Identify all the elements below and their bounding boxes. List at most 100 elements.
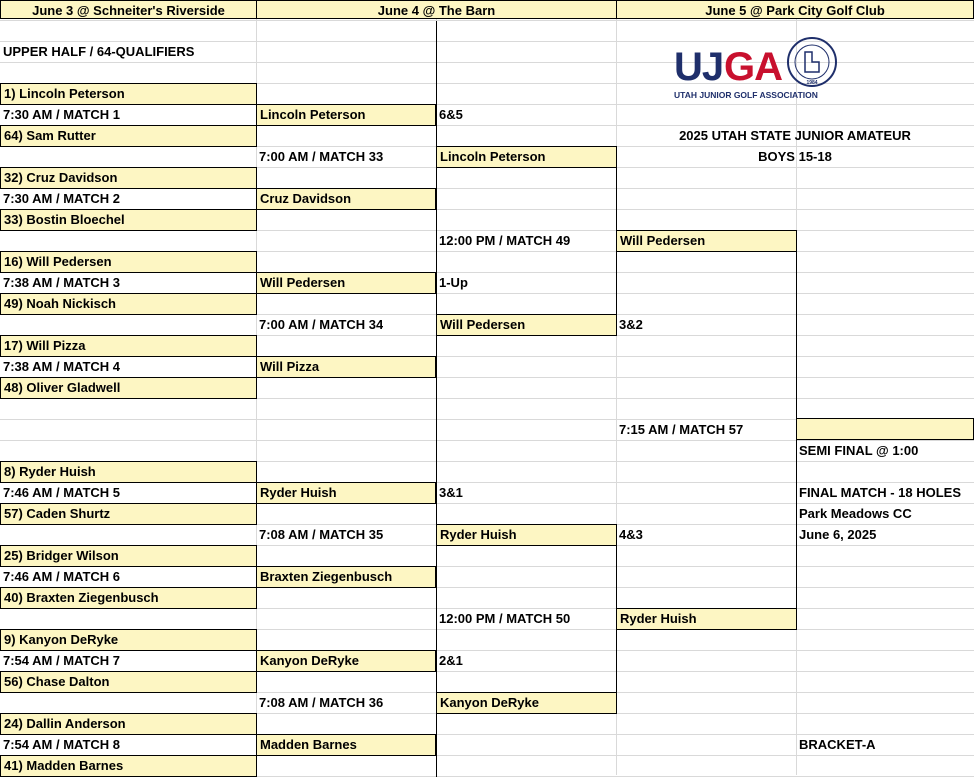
match-time: 7:08 AM / MATCH 35: [259, 527, 384, 542]
bracket-connector: [256, 630, 257, 693]
bracket-label: BRACKET-A: [799, 737, 876, 752]
grid-row: [0, 608, 974, 609]
bracket-connector: [436, 399, 437, 609]
player-slot: 16) Will Pedersen: [0, 251, 257, 273]
bracket-connector: [436, 21, 437, 231]
bracket-connector: [256, 546, 257, 609]
match-time: 7:08 AM / MATCH 36: [259, 695, 384, 710]
grid-row: [0, 62, 974, 63]
winner-slot: Ryder Huish: [436, 524, 617, 546]
winner-slot: Braxten Ziegenbusch: [256, 566, 436, 588]
player-slot: 64) Sam Rutter: [0, 125, 257, 147]
player-slot: 33) Bostin Bloechel: [0, 209, 257, 231]
player-slot: 41) Madden Barnes: [0, 755, 257, 777]
match-time: 7:15 AM / MATCH 57: [619, 422, 744, 437]
player-slot: 40) Braxten Ziegenbusch: [0, 587, 257, 609]
winner-slot: Ryder Huish: [616, 608, 797, 630]
grid-row: [0, 482, 974, 483]
match-time: 12:00 PM / MATCH 49: [439, 233, 571, 248]
match-time: 12:00 PM / MATCH 50: [439, 611, 571, 626]
grid-row: [0, 251, 974, 252]
bracket-connector: [256, 336, 257, 399]
grid-row: [0, 83, 974, 84]
match-score: 6&5: [439, 107, 463, 122]
match-score: [616, 693, 619, 713]
bracket-connector: [256, 252, 257, 315]
grid-row: [0, 755, 974, 756]
player-slot: 9) Kanyon DeRyke: [0, 629, 257, 651]
match-score: 1-Up: [439, 275, 468, 290]
player-slot: 24) Dallin Anderson: [0, 713, 257, 735]
match-time: 7:38 AM / MATCH 4: [3, 359, 121, 374]
winner-slot: Will Pizza: [256, 356, 436, 378]
grid-row: [0, 650, 974, 651]
winner-slot: Ryder Huish: [256, 482, 436, 504]
section-label: UPPER HALF / 64-QUALIFIERS: [3, 44, 195, 59]
header-june3: June 3 @ Schneiter's Riverside: [0, 0, 257, 19]
bracket-connector: [256, 462, 257, 525]
player-slot: 17) Will Pizza: [0, 335, 257, 357]
winner-slot: Will Pedersen: [616, 230, 797, 252]
header-june4: June 4 @ The Barn: [256, 0, 617, 19]
player-slot: 1) Lincoln Peterson: [0, 83, 257, 105]
bracket-connector: [256, 84, 257, 147]
match-time: 7:54 AM / MATCH 7: [3, 653, 121, 668]
grid-row: [0, 41, 974, 42]
bracket-connector: [616, 147, 617, 315]
match-time: 7:46 AM / MATCH 6: [3, 569, 121, 584]
bracket-connector: [436, 567, 437, 777]
semi-final-note: SEMI FINAL @ 1:00: [799, 443, 919, 458]
player-slot: 57) Caden Shurtz: [0, 503, 257, 525]
match-time: 7:00 AM / MATCH 33: [259, 149, 384, 164]
match-time: 7:38 AM / MATCH 3: [3, 275, 121, 290]
grid-row: [0, 734, 974, 735]
winner-slot: Cruz Davidson: [256, 188, 436, 210]
event-title: 2025 UTAH STATE JUNIOR AMATEUR: [679, 128, 911, 143]
final-match-note: FINAL MATCH - 18 HOLES: [799, 485, 962, 500]
grid-row: [0, 671, 974, 672]
match-time: 7:00 AM / MATCH 34: [259, 317, 384, 332]
grid-row: [0, 209, 974, 210]
bracket-connector: [436, 189, 437, 399]
grid-row: [0, 461, 974, 462]
grid-row: [0, 293, 974, 294]
winner-slot: Lincoln Peterson: [436, 146, 617, 168]
player-slot: 48) Oliver Gladwell: [0, 377, 257, 399]
grid-row: [0, 20, 974, 21]
grid-row: [0, 419, 974, 420]
player-slot: 32) Cruz Davidson: [0, 167, 257, 189]
grid-col: [616, 0, 617, 775]
grid-row: [0, 188, 974, 189]
bracket-connector: [256, 168, 257, 231]
grid-row: [0, 398, 974, 399]
svg-text:GA: GA: [724, 45, 782, 89]
bracket-connector: [256, 714, 257, 777]
grid-row: [0, 104, 974, 105]
match-score: 4&3: [619, 527, 643, 542]
match-time: 7:46 AM / MATCH 5: [3, 485, 121, 500]
grid-row: [0, 356, 974, 357]
winner-slot: Will Pedersen: [256, 272, 436, 294]
header-june5: June 5 @ Park City Golf Club: [616, 0, 974, 19]
player-slot: 25) Bridger Wilson: [0, 545, 257, 567]
venue-note: Park Meadows CC: [799, 506, 912, 521]
event-division: BOYS 15-18: [758, 149, 832, 164]
grid-row: [0, 503, 974, 504]
grid-row: [0, 272, 974, 273]
match-time: 7:30 AM / MATCH 2: [3, 191, 121, 206]
player-slot: 49) Noah Nickisch: [0, 293, 257, 315]
svg-text:UJ: UJ: [674, 45, 723, 89]
grid-row: [0, 440, 974, 441]
svg-text:1984: 1984: [806, 80, 817, 86]
winner-slot: Lincoln Peterson: [256, 104, 436, 126]
grid-row: [0, 566, 974, 567]
semifinal-winner-slot: [796, 418, 974, 440]
winner-slot: Kanyon DeRyke: [436, 692, 617, 714]
match-time: 7:54 AM / MATCH 8: [3, 737, 121, 752]
grid-row: [0, 377, 974, 378]
player-slot: 8) Ryder Huish: [0, 461, 257, 483]
logo-subtitle: UTAH JUNIOR GOLF ASSOCIATION: [674, 90, 818, 100]
winner-slot: Madden Barnes: [256, 734, 436, 756]
player-slot: 56) Chase Dalton: [0, 671, 257, 693]
grid-row: [0, 629, 974, 630]
